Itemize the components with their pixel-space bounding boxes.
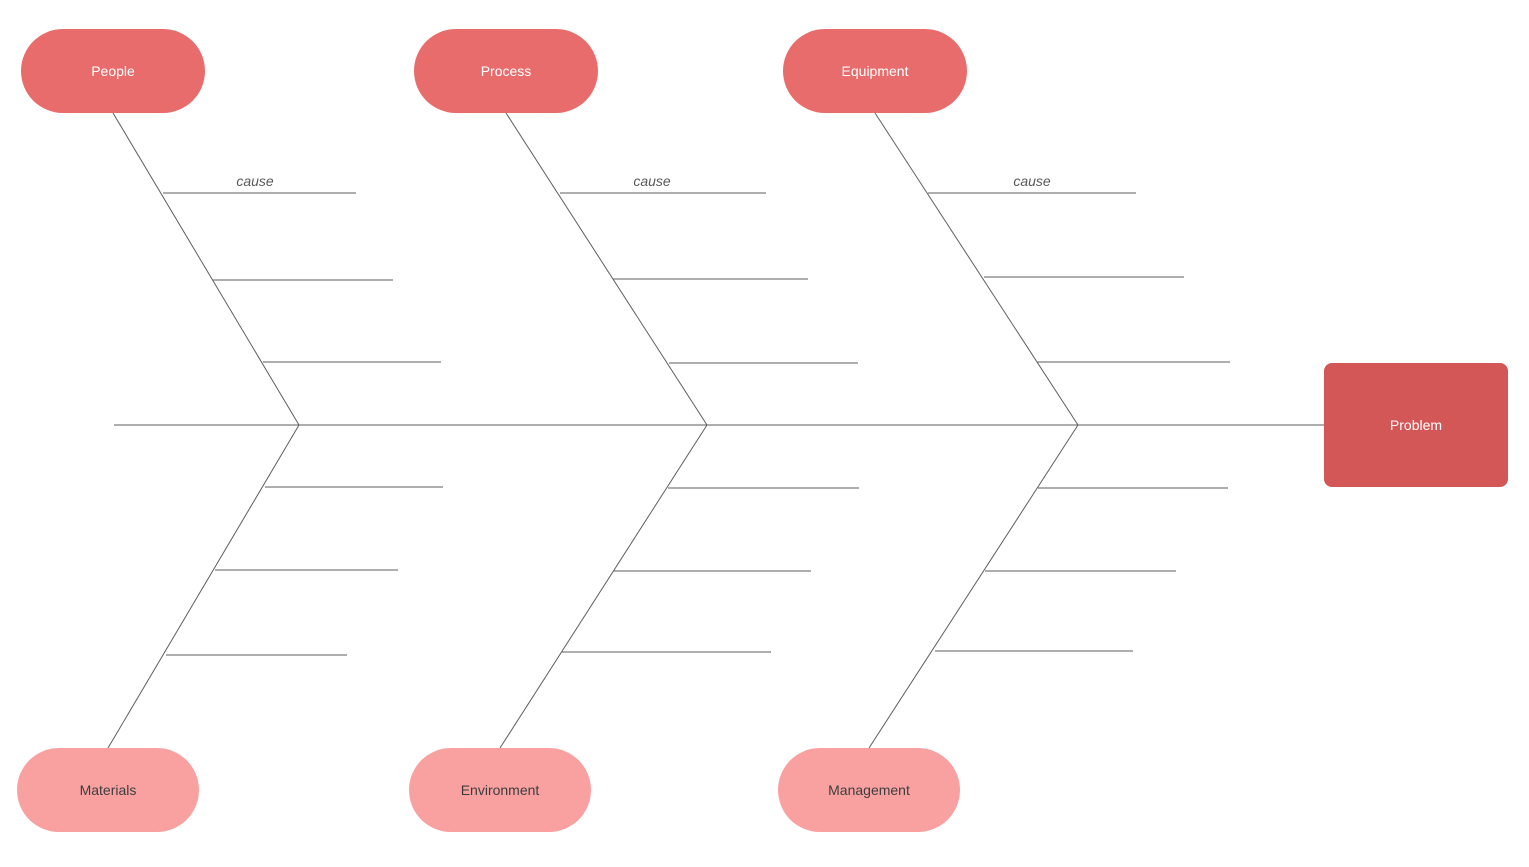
bone-management bbox=[868, 424, 1079, 749]
category-node-management[interactable]: Management bbox=[778, 748, 960, 832]
category-label-materials: Materials bbox=[79, 782, 137, 798]
bone-materials bbox=[107, 424, 300, 749]
problem-node[interactable]: Problem bbox=[1324, 363, 1508, 487]
bone-environment bbox=[499, 424, 708, 749]
category-node-process[interactable]: Process bbox=[414, 29, 598, 113]
cause-label-people[interactable]: cause bbox=[236, 173, 274, 189]
category-label-process: Process bbox=[480, 63, 532, 79]
problem-label: Problem bbox=[1389, 417, 1443, 433]
bone-process bbox=[505, 112, 708, 426]
category-label-management: Management bbox=[828, 782, 910, 798]
bone-equipment bbox=[874, 112, 1079, 426]
category-label-people: People bbox=[91, 63, 135, 79]
category-node-equipment[interactable]: Equipment bbox=[783, 29, 967, 113]
category-node-environment[interactable]: Environment bbox=[409, 748, 591, 832]
cause-label-process[interactable]: cause bbox=[633, 173, 671, 189]
bone-people bbox=[112, 112, 300, 426]
category-label-equipment: Equipment bbox=[841, 63, 909, 79]
category-node-materials[interactable]: Materials bbox=[17, 748, 199, 832]
category-label-environment: Environment bbox=[460, 782, 540, 798]
category-node-people[interactable]: People bbox=[21, 29, 205, 113]
cause-label-equipment[interactable]: cause bbox=[1013, 173, 1051, 189]
